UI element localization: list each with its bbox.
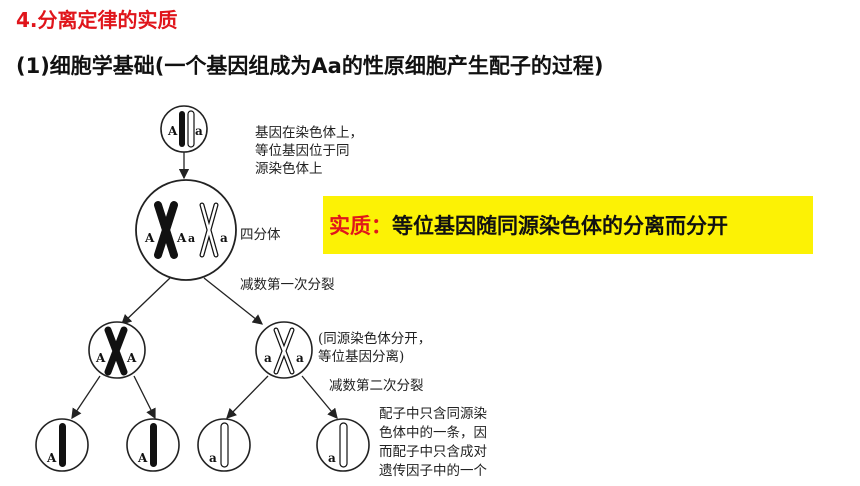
- note-homolog-separation: (同源染色体分开， 等位基因分离): [318, 331, 432, 365]
- slide-subtitle: (1)细胞学基础(一个基因组成为Aa的性原细胞产生配子的过程): [16, 54, 604, 78]
- svg-text:A: A: [144, 231, 155, 245]
- gamete-4: a: [316, 418, 370, 472]
- germ-cell: A a: [160, 105, 208, 153]
- slide-title: 4.分离定律的实质: [16, 8, 178, 32]
- gene-label-a: a: [195, 124, 203, 138]
- svg-text:a: a: [209, 451, 217, 465]
- tetrad-cell: A A a a: [135, 179, 237, 281]
- svg-text:a: a: [188, 232, 195, 245]
- gamete-3: a: [197, 418, 251, 472]
- gamete-2: A: [126, 418, 180, 472]
- note-meiosis-1: 减数第一次分裂: [240, 277, 335, 293]
- secondary-cell-a: a a: [255, 321, 313, 379]
- svg-text:A: A: [46, 451, 57, 465]
- svg-text:a: a: [264, 351, 272, 365]
- svg-text:a: a: [220, 231, 228, 245]
- gamete-1: A: [35, 418, 89, 472]
- callout-key: 实质：: [329, 214, 392, 238]
- note-gamete: 配子中只含同源染 色体中的一条，因 而配子中只含成对 遗传因子中的一个: [379, 406, 487, 479]
- secondary-cell-A: A A: [88, 321, 146, 379]
- callout-value: 等位基因随同源染色体的分离而分开: [392, 214, 728, 238]
- note-meiosis-2: 减数第二次分裂: [329, 378, 424, 394]
- gene-label-A: A: [167, 124, 178, 138]
- note-tetrad: 四分体: [240, 227, 281, 243]
- note-genes-on-chromosomes: 基因在染色体上， 等位基因位于同 源染色体上: [255, 125, 363, 177]
- svg-text:a: a: [296, 351, 304, 365]
- svg-text:A: A: [137, 451, 148, 465]
- svg-text:a: a: [328, 451, 336, 465]
- svg-text:A: A: [95, 351, 106, 365]
- svg-text:A: A: [176, 231, 187, 245]
- essence-callout: 实质： 等位基因随同源染色体的分离而分开: [323, 196, 813, 254]
- svg-text:A: A: [126, 351, 137, 365]
